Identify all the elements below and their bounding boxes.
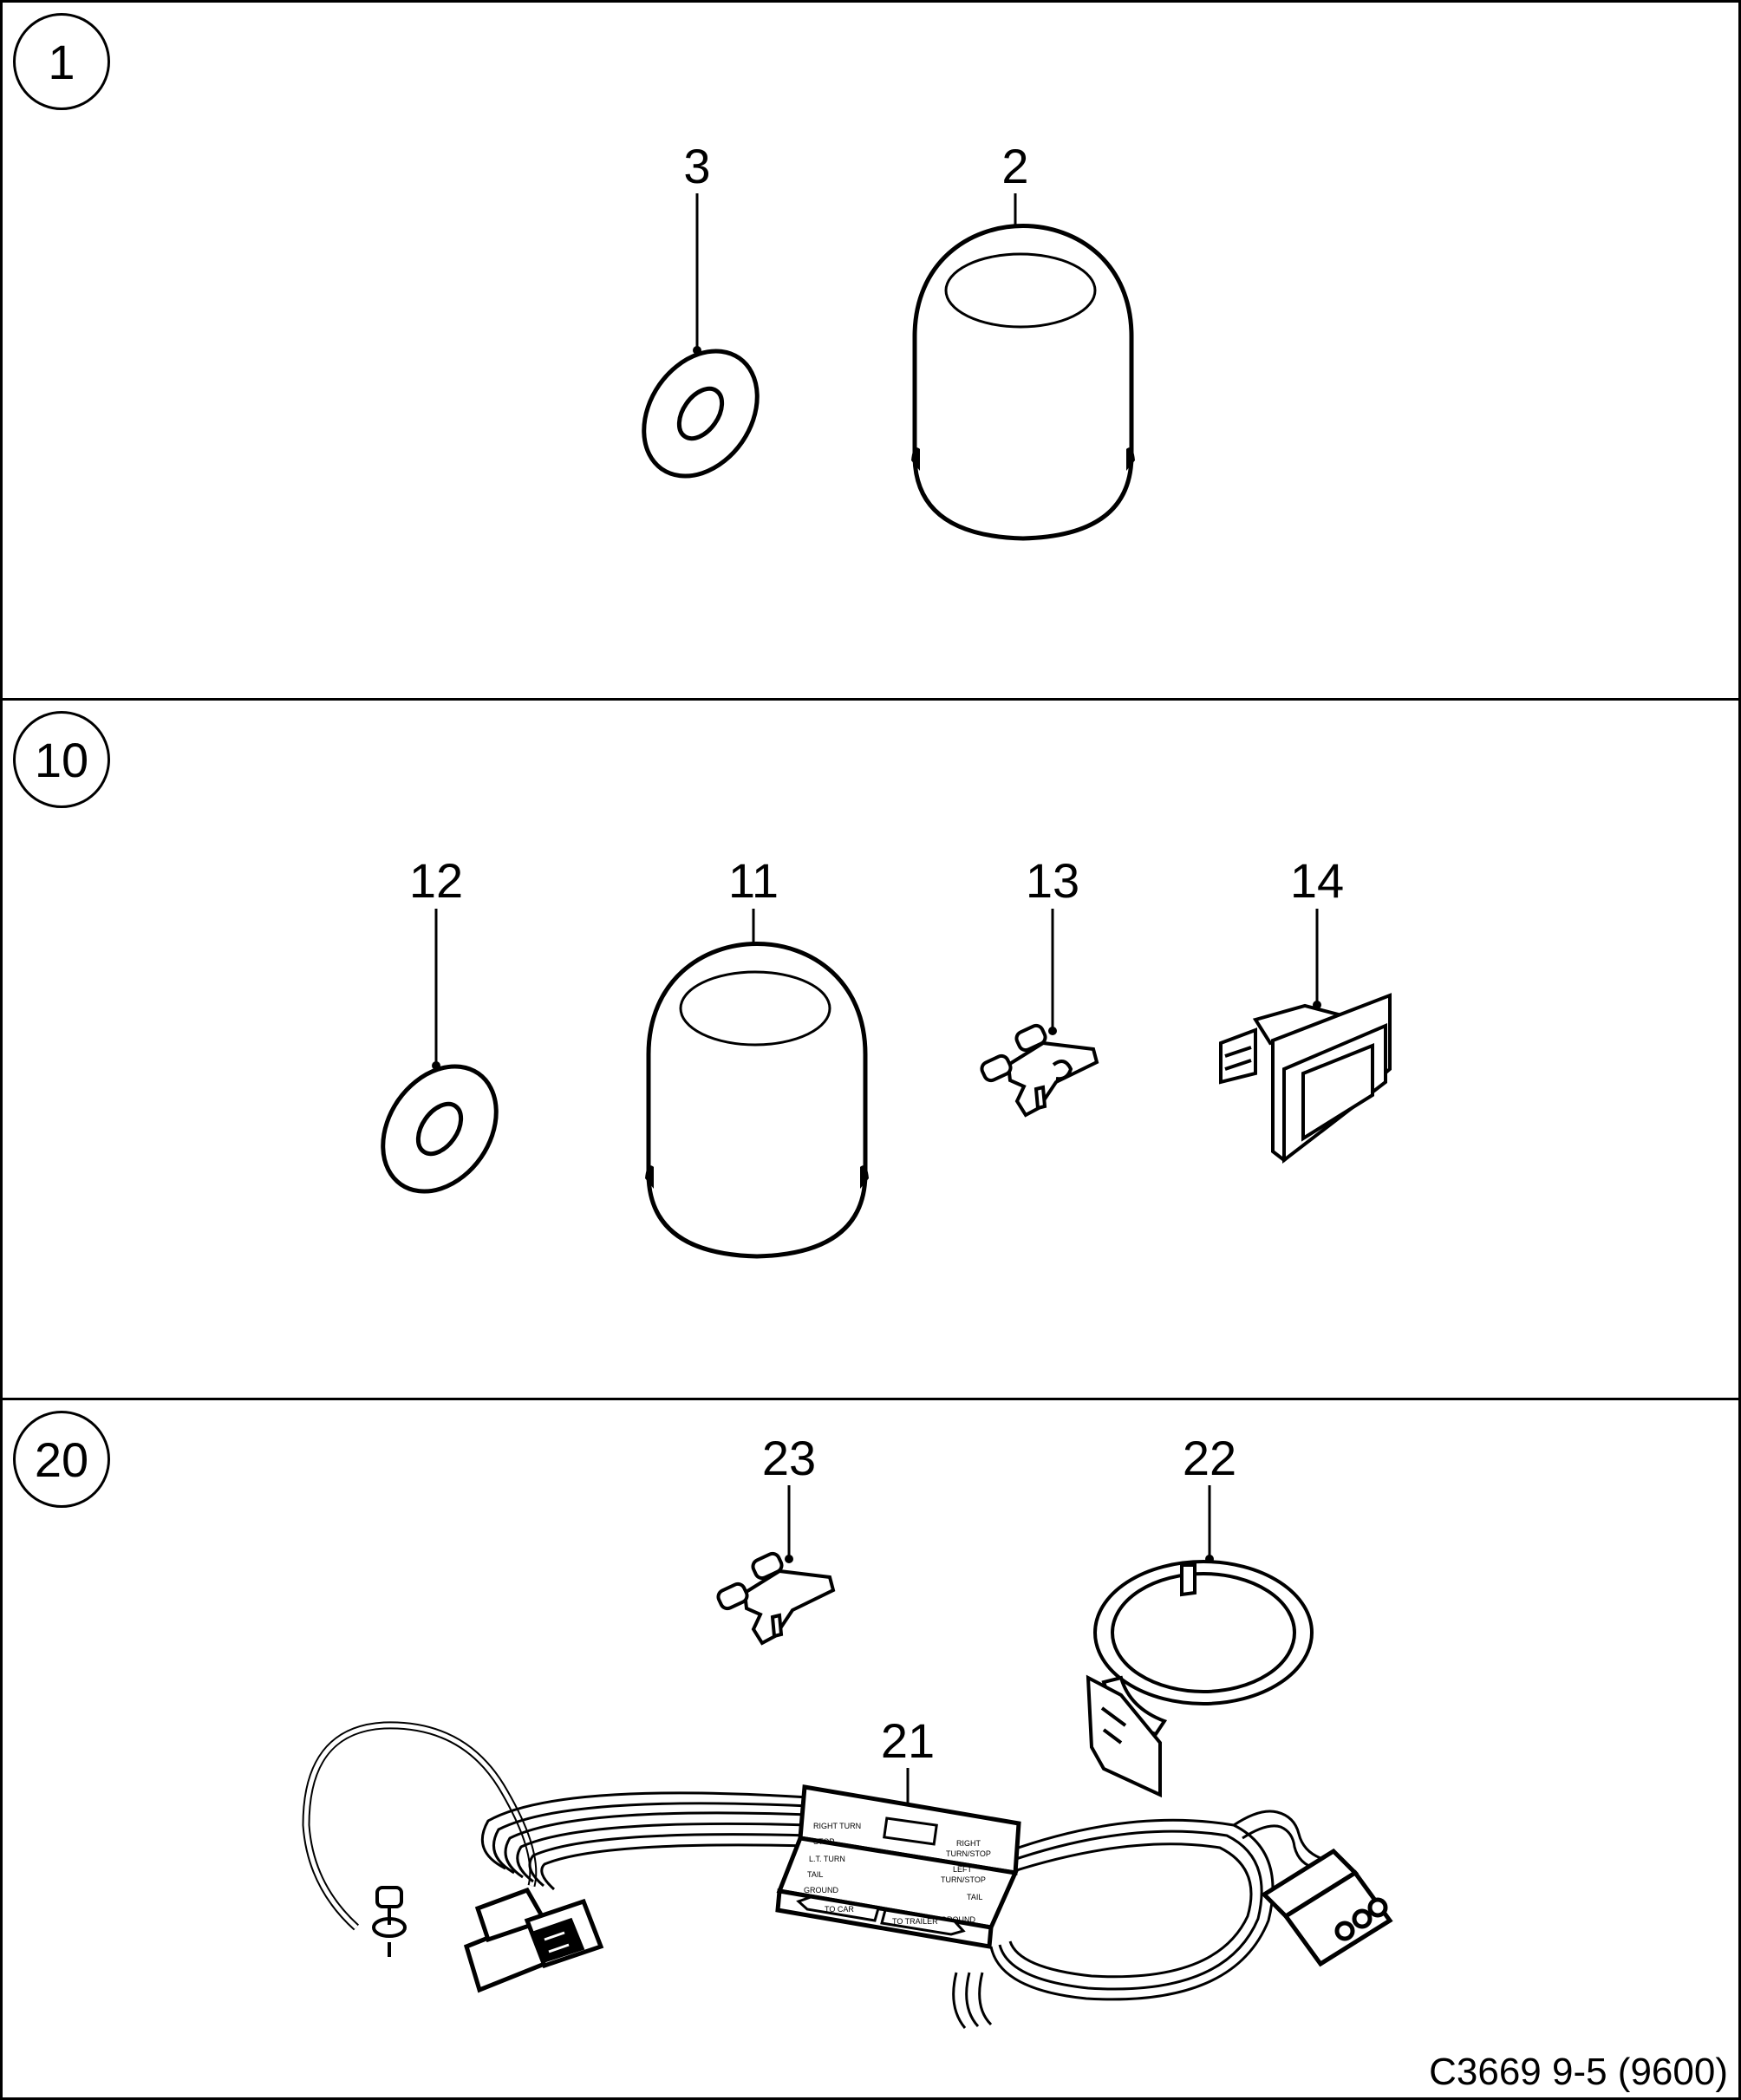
callout-3: 3: [683, 139, 710, 193]
leader-dot: [785, 1555, 793, 1563]
module-label: STOP: [813, 1837, 834, 1846]
module-label: TO CAR: [825, 1905, 854, 1914]
wiring-harness-part-21: RIGHT TURN STOP L.T. TURN TAIL GROUND RI…: [302, 1721, 1393, 2029]
cable-tie-part-22: [1086, 1560, 1314, 1798]
converter-module: RIGHT TURN STOP L.T. TURN TAIL GROUND RI…: [775, 1784, 1021, 1949]
panel-10-drawing: 12 11 13 14: [381, 853, 1392, 1259]
to-trailer-arrow: [880, 1908, 966, 1936]
module-label: LEFT: [953, 1865, 973, 1874]
module-label: GROUND: [941, 1915, 975, 1924]
module-label: RIGHT TURN: [813, 1822, 861, 1830]
module-label: TURN/STOP: [946, 1849, 991, 1858]
module-label: TO TRAILER: [892, 1917, 938, 1926]
callout-23: 23: [762, 1431, 816, 1485]
panel-number-badge: 10: [13, 711, 110, 808]
panel-10: 10 12 11 13 14: [0, 698, 1741, 1400]
fuse-clip-part-23: [716, 1551, 836, 1646]
tow-ball-cap-part-11: [645, 942, 869, 1259]
callout-2: 2: [1001, 139, 1028, 193]
tow-ball-cap-part-2: [911, 224, 1135, 541]
callout-13: 13: [1026, 853, 1079, 908]
vehicle-connector: [463, 1887, 604, 1993]
module-label: L.T. TURN: [809, 1855, 845, 1863]
panel-20-drawing: 23 22 21: [302, 1431, 1393, 2029]
module-label: TAIL: [967, 1893, 982, 1901]
module-label: RIGHT: [956, 1839, 981, 1848]
panel-20: 20 23 22 21: [0, 1398, 1741, 2100]
to-car-arrow: [796, 1895, 880, 1922]
callout-14: 14: [1290, 853, 1344, 908]
callout-21: 21: [881, 1713, 935, 1768]
callout-11: 11: [728, 853, 779, 908]
panel-number-badge: 1: [13, 13, 110, 110]
ground-screw: [372, 1886, 407, 1957]
module-label: TURN/STOP: [941, 1875, 986, 1884]
socket-part-14: [1219, 993, 1392, 1164]
figure-code: C3669 9-5 (9600): [1429, 2051, 1728, 2093]
module-label: TAIL: [807, 1870, 823, 1879]
module-label: GROUND: [804, 1886, 838, 1895]
panel-1-drawing: 3 2: [642, 139, 1135, 541]
panel-number-badge: 20: [13, 1411, 110, 1508]
callout-22: 22: [1183, 1431, 1236, 1485]
trailer-connector: [1261, 1848, 1393, 1967]
panel-1: 1 3 2: [0, 0, 1741, 701]
fuse-clip-part-13: [980, 1023, 1099, 1118]
washer-part-12: [381, 1064, 499, 1194]
callout-12: 12: [409, 853, 463, 908]
leader-dot: [1048, 1027, 1057, 1035]
washer-part-3: [642, 349, 760, 479]
